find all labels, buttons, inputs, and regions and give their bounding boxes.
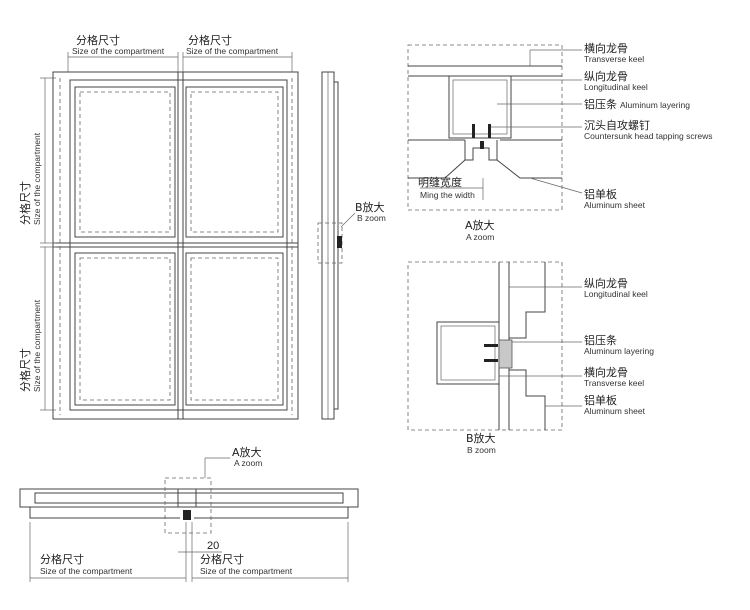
panel-top-right xyxy=(185,86,284,238)
plan-panel-left xyxy=(29,507,180,519)
plan-section: A放大 A zoom xyxy=(19,445,359,534)
screw-head-icon xyxy=(480,141,484,149)
elevation-outer-frame xyxy=(52,71,299,420)
aluminum-layering-top xyxy=(509,262,546,339)
bottom-dimensions: 20 分格尺寸 Size of the compartment 分格尺寸 Siz… xyxy=(29,522,349,582)
detail-b: 纵向龙骨 Longitudinal keel 铝压条 Aluminum laye… xyxy=(407,261,654,455)
plan-panel-right xyxy=(194,507,349,519)
transverse-keel-inner xyxy=(440,325,496,381)
label-aluminum-sheet-zh: 铝单板 xyxy=(584,187,617,201)
label-b-aluminum-sheet-en: Aluminum sheet xyxy=(584,406,646,416)
detail-b-border xyxy=(407,261,563,431)
dim-label-zh: 分格尺寸 xyxy=(200,552,244,566)
dim-label-zh: 分格尺寸 xyxy=(188,33,232,47)
label-b-transverse-keel-en: Transverse keel xyxy=(584,378,644,388)
label-screws-zh: 沉头自攻螺钉 xyxy=(584,118,650,132)
label-longitudinal-keel-zh: 纵向龙骨 xyxy=(584,69,628,83)
screw-icon xyxy=(484,359,498,362)
panel-bottom-right xyxy=(185,252,284,406)
dim-label-en: Size of the compartment xyxy=(32,132,42,225)
panel-top-left xyxy=(74,86,176,238)
aluminum-sheet-line xyxy=(496,159,562,179)
plan-joint xyxy=(183,510,191,520)
label-b-longitudinal-keel-en: Longitudinal keel xyxy=(584,289,648,299)
dim-label-en: Size of the compartment xyxy=(72,46,165,56)
front-elevation xyxy=(52,71,299,420)
dim-label-en: Size of the compartment xyxy=(40,566,133,576)
label-b-aluminum-layering-en: Aluminum layering xyxy=(584,346,654,356)
b-zoom-label-zh: B放大 xyxy=(355,200,385,214)
label-b-aluminum-sheet-zh: 铝单板 xyxy=(584,393,617,407)
label-b-aluminum-layering-zh: 铝压条 xyxy=(584,333,617,347)
detail-a-title-zh: A放大 xyxy=(465,218,495,232)
label-transverse-keel-zh: 横向龙骨 xyxy=(584,41,628,55)
label-transverse-keel-en: Transverse keel xyxy=(584,54,644,64)
dim-label-en: Size of the compartment xyxy=(32,299,42,392)
detail-b-title-en: B zoom xyxy=(467,445,496,455)
b-zoom-label-en: B zoom xyxy=(357,213,386,223)
dim-label-en: Size of the compartment xyxy=(200,566,293,576)
panel-bottom-left-inner xyxy=(79,257,171,401)
b-zoom-joint xyxy=(337,236,342,248)
dim-label-zh: 分格尺寸 xyxy=(18,181,32,225)
gap-dimension-value: 20 xyxy=(207,540,219,552)
a-zoom-label-en: A zoom xyxy=(234,458,262,468)
label-aluminum-layering-en: Aluminum layering xyxy=(620,100,690,110)
plan-outer-frame xyxy=(19,488,359,508)
screw-icon xyxy=(472,124,475,138)
a-zoom-marker-box xyxy=(164,477,212,534)
label-aluminum-layering-zh: 铝压条 xyxy=(584,97,617,111)
left-dimensions: 分格尺寸 Size of the compartment 分格尺寸 Size o… xyxy=(18,77,56,411)
label-b-longitudinal-keel-zh: 纵向龙骨 xyxy=(584,276,628,290)
aluminum-sheet-line xyxy=(408,159,466,179)
detail-a-title-en: A zoom xyxy=(466,232,494,242)
top-dimensions: 分格尺寸 Size of the compartment 分格尺寸 Size o… xyxy=(67,33,293,72)
longitudinal-keel-inner xyxy=(452,79,508,135)
dim-label-zh: 分格尺寸 xyxy=(40,552,84,566)
label-screws-en: Countersunk head tapping screws xyxy=(584,131,713,141)
dim-label-zh: 分格尺寸 xyxy=(76,33,120,47)
a-zoom-label-zh: A放大 xyxy=(232,445,262,459)
screw-icon xyxy=(484,344,498,347)
detail-a: 横向龙骨 Transverse keel 纵向龙骨 Longitudinal k… xyxy=(407,41,713,242)
detail-b-title-zh: B放大 xyxy=(466,431,496,445)
transverse-keel-box xyxy=(436,321,500,385)
dim-label-zh: 分格尺寸 xyxy=(18,348,32,392)
leader-aluminum-sheet xyxy=(529,177,583,194)
dim-label-en: Size of the compartment xyxy=(186,46,279,56)
label-b-transverse-keel-zh: 横向龙骨 xyxy=(584,365,628,379)
aluminum-layering-block xyxy=(498,339,513,369)
screw-icon xyxy=(488,124,491,138)
panel-bottom-right-inner xyxy=(190,257,279,401)
aluminum-layering-bottom xyxy=(509,369,546,430)
detail-a-border xyxy=(407,44,563,211)
label-ming-width-zh: 明缝宽度 xyxy=(418,175,462,189)
panel-bottom-left xyxy=(74,252,176,406)
panel-top-left-inner xyxy=(79,91,171,233)
b-zoom-leader xyxy=(340,212,356,228)
side-section: B放大 B zoom xyxy=(317,71,386,420)
longitudinal-keel-box xyxy=(448,75,512,139)
label-aluminum-sheet-en: Aluminum sheet xyxy=(584,200,646,210)
label-longitudinal-keel-en: Longitudinal keel xyxy=(584,82,648,92)
plan-inner-frame xyxy=(34,492,344,504)
label-ming-width-en: Ming the width xyxy=(420,190,475,200)
panel-top-right-inner xyxy=(190,91,279,233)
